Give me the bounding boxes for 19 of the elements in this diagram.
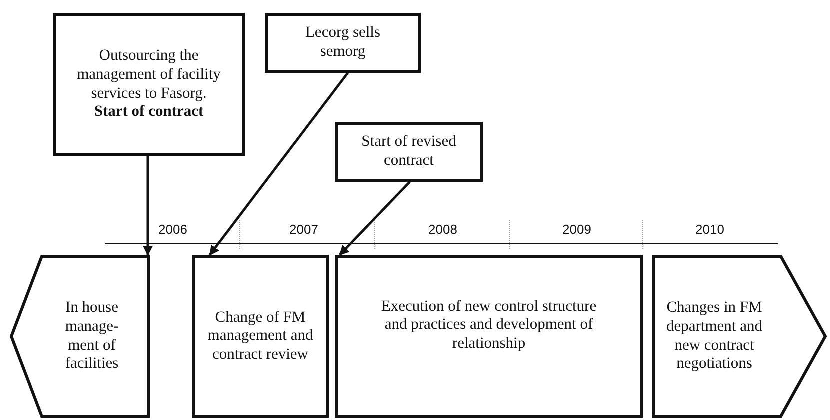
year-label: 2010 bbox=[696, 222, 724, 237]
arrow bbox=[209, 72, 349, 256]
callout-box bbox=[53, 13, 245, 156]
callout-box bbox=[265, 13, 421, 73]
callout-box bbox=[335, 122, 483, 182]
year-label: 2008 bbox=[428, 222, 458, 237]
callout-text: Start of contract bbox=[94, 103, 204, 122]
callout-text: Lecorg sells semorg bbox=[304, 24, 382, 62]
phase-text: Execution of new control structure and practices and development of relationship bbox=[380, 298, 598, 354]
year-label: 2007 bbox=[290, 222, 318, 237]
arrow bbox=[339, 181, 411, 256]
phase-text: Changes in FM department and new contract negotiations bbox=[666, 299, 764, 374]
arrow bbox=[143, 156, 153, 256]
callout-text: Start of revised contract bbox=[360, 133, 458, 171]
callout-text: Outsourcing the management of facility services to Fasorg. bbox=[76, 47, 222, 104]
year-label: 2006 bbox=[158, 222, 188, 237]
phase-text: Change of FM management and contract review bbox=[206, 308, 314, 364]
phase-text: In house manage- ment of facilities bbox=[64, 299, 120, 374]
year-label: 2009 bbox=[562, 222, 592, 237]
